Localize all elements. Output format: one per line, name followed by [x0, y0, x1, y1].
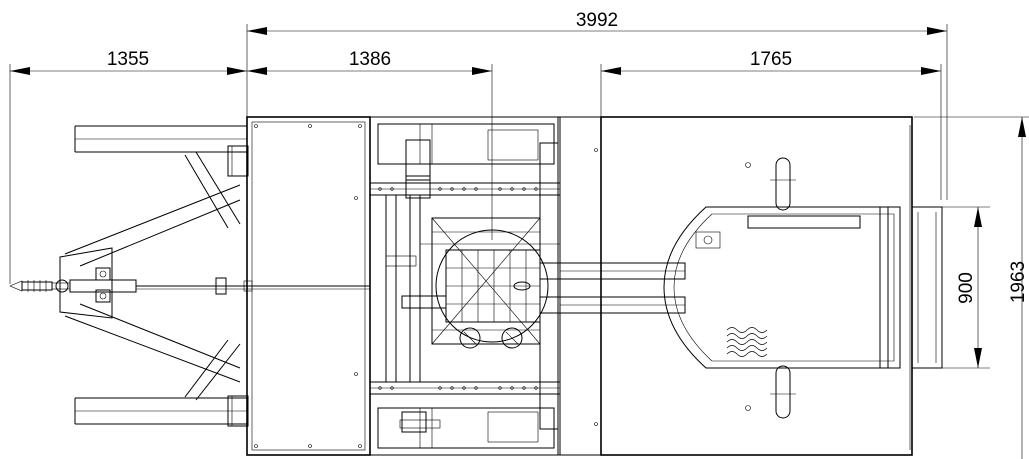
dimension-rear-section: 1765 [600, 49, 942, 200]
rear-deck [600, 116, 943, 456]
dimension-platform-width: 900 [912, 206, 990, 369]
dimension-front-section: 1386 [247, 49, 493, 240]
turntable [401, 229, 560, 349]
dimension-label-1963: 1963 [1008, 261, 1029, 303]
dimension-label-1765: 1765 [750, 49, 792, 70]
dimension-overall-length: 3992 [246, 10, 948, 200]
dimension-label-1355: 1355 [107, 49, 149, 70]
dimension-label-3992: 3992 [576, 10, 618, 31]
rail-holes [378, 187, 538, 390]
dimension-overall-width: 1963 [914, 116, 1029, 459]
coiled-cable [726, 327, 768, 357]
dimension-label-900: 900 [956, 272, 977, 304]
drawbar-a-frame [9, 125, 370, 425]
dimension-label-1386: 1386 [349, 49, 391, 70]
dimension-drawbar-length: 1355 [9, 49, 247, 284]
extension-boom [539, 262, 686, 314]
side-panel [539, 116, 602, 456]
